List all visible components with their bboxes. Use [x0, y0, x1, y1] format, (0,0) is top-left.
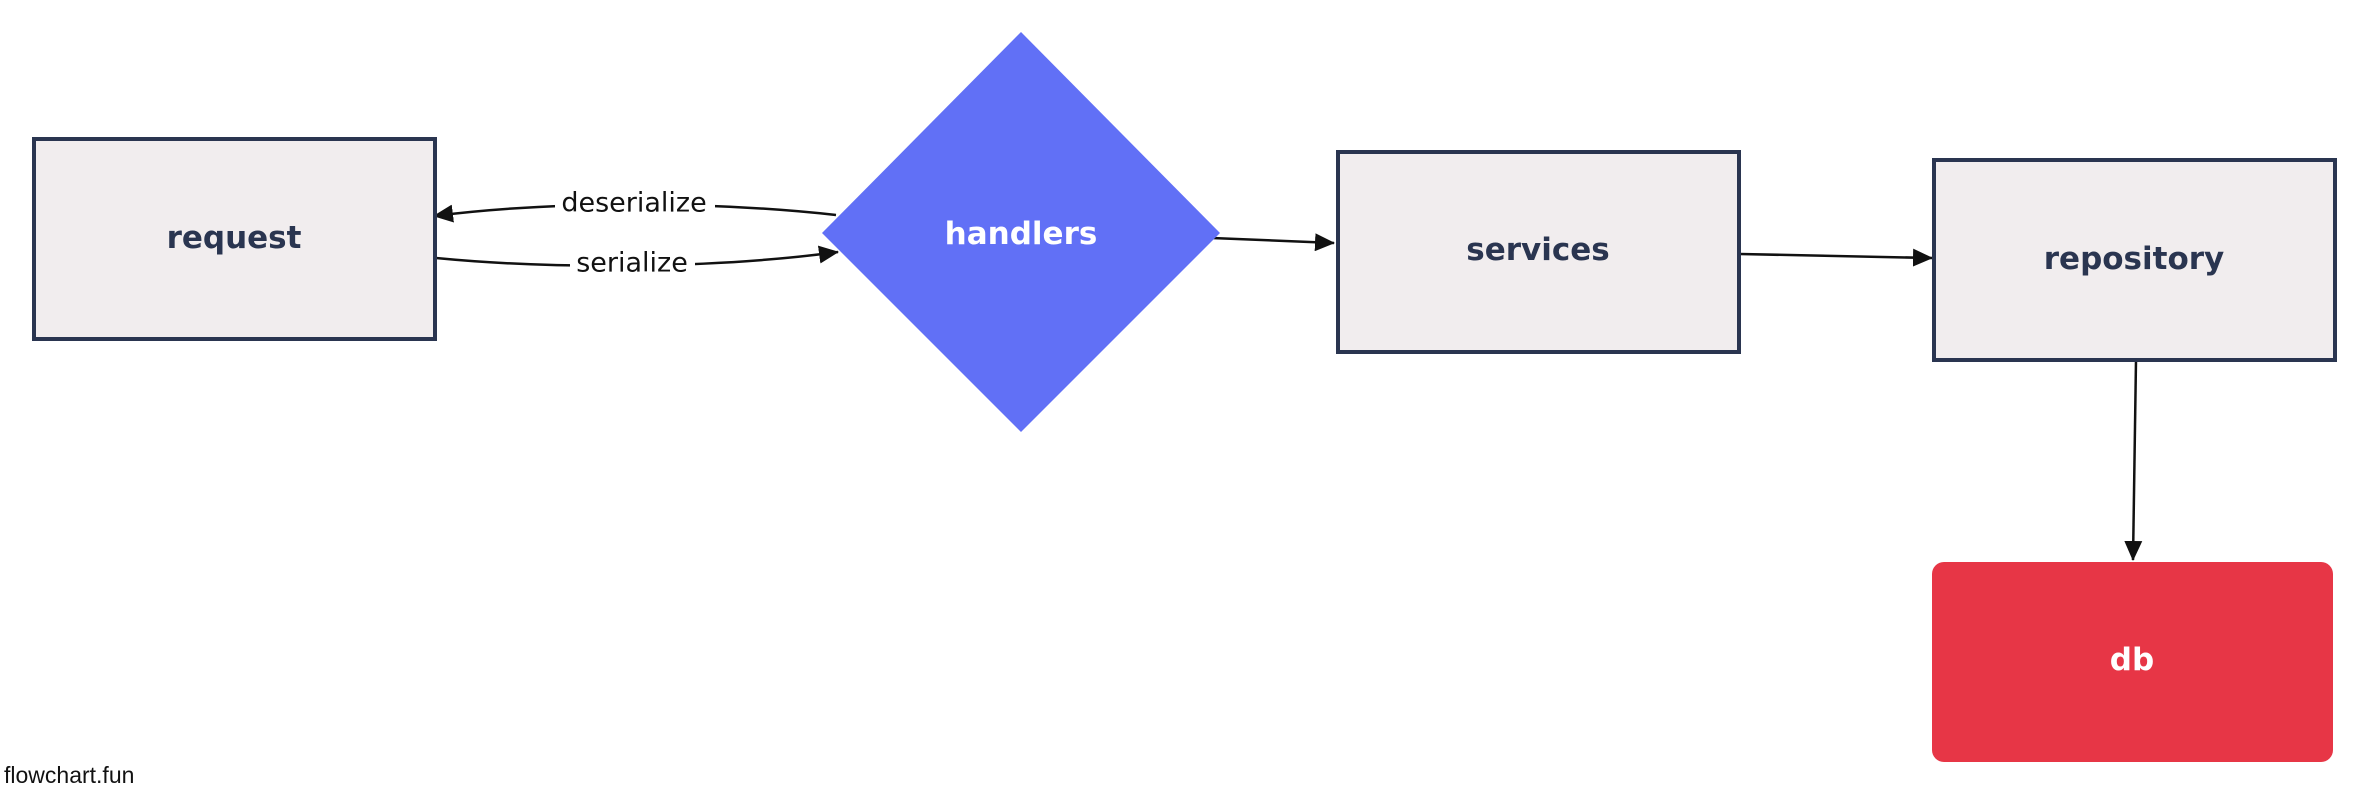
node-services[interactable]: services	[1336, 150, 1741, 354]
node-db-label: db	[2110, 642, 2154, 678]
node-repository[interactable]: repository	[1932, 158, 2337, 362]
nodes: request handlers services repository db	[32, 32, 2337, 762]
node-handlers-label: handlers	[945, 216, 1098, 252]
node-handlers[interactable]: handlers	[822, 32, 1220, 432]
edge-handlers-to-services[interactable]	[1211, 233, 1335, 252]
edge-repository-to-db[interactable]	[2124, 359, 2143, 561]
node-repository-label: repository	[2044, 241, 2225, 277]
node-handlers-diamond	[822, 32, 1220, 432]
node-db-box	[1932, 562, 2333, 762]
watermark-text[interactable]: flowchart.fun	[4, 762, 135, 788]
node-request-box	[32, 137, 437, 341]
node-repository-box	[1932, 158, 2337, 362]
edge-label-bg	[570, 245, 695, 281]
edge-label-serialize: serialize	[576, 248, 688, 279]
node-request[interactable]: request	[32, 137, 437, 341]
node-db[interactable]: db	[1932, 562, 2333, 762]
node-services-label: services	[1466, 232, 1609, 268]
node-request-label: request	[167, 220, 302, 256]
edge-label-deserialize: deserialize	[561, 188, 706, 219]
edge-label-bg	[555, 185, 715, 221]
edge-services-to-repository[interactable]	[1739, 248, 1933, 267]
node-services-box	[1336, 150, 1741, 354]
edges: deserialize serialize	[433, 185, 2143, 561]
